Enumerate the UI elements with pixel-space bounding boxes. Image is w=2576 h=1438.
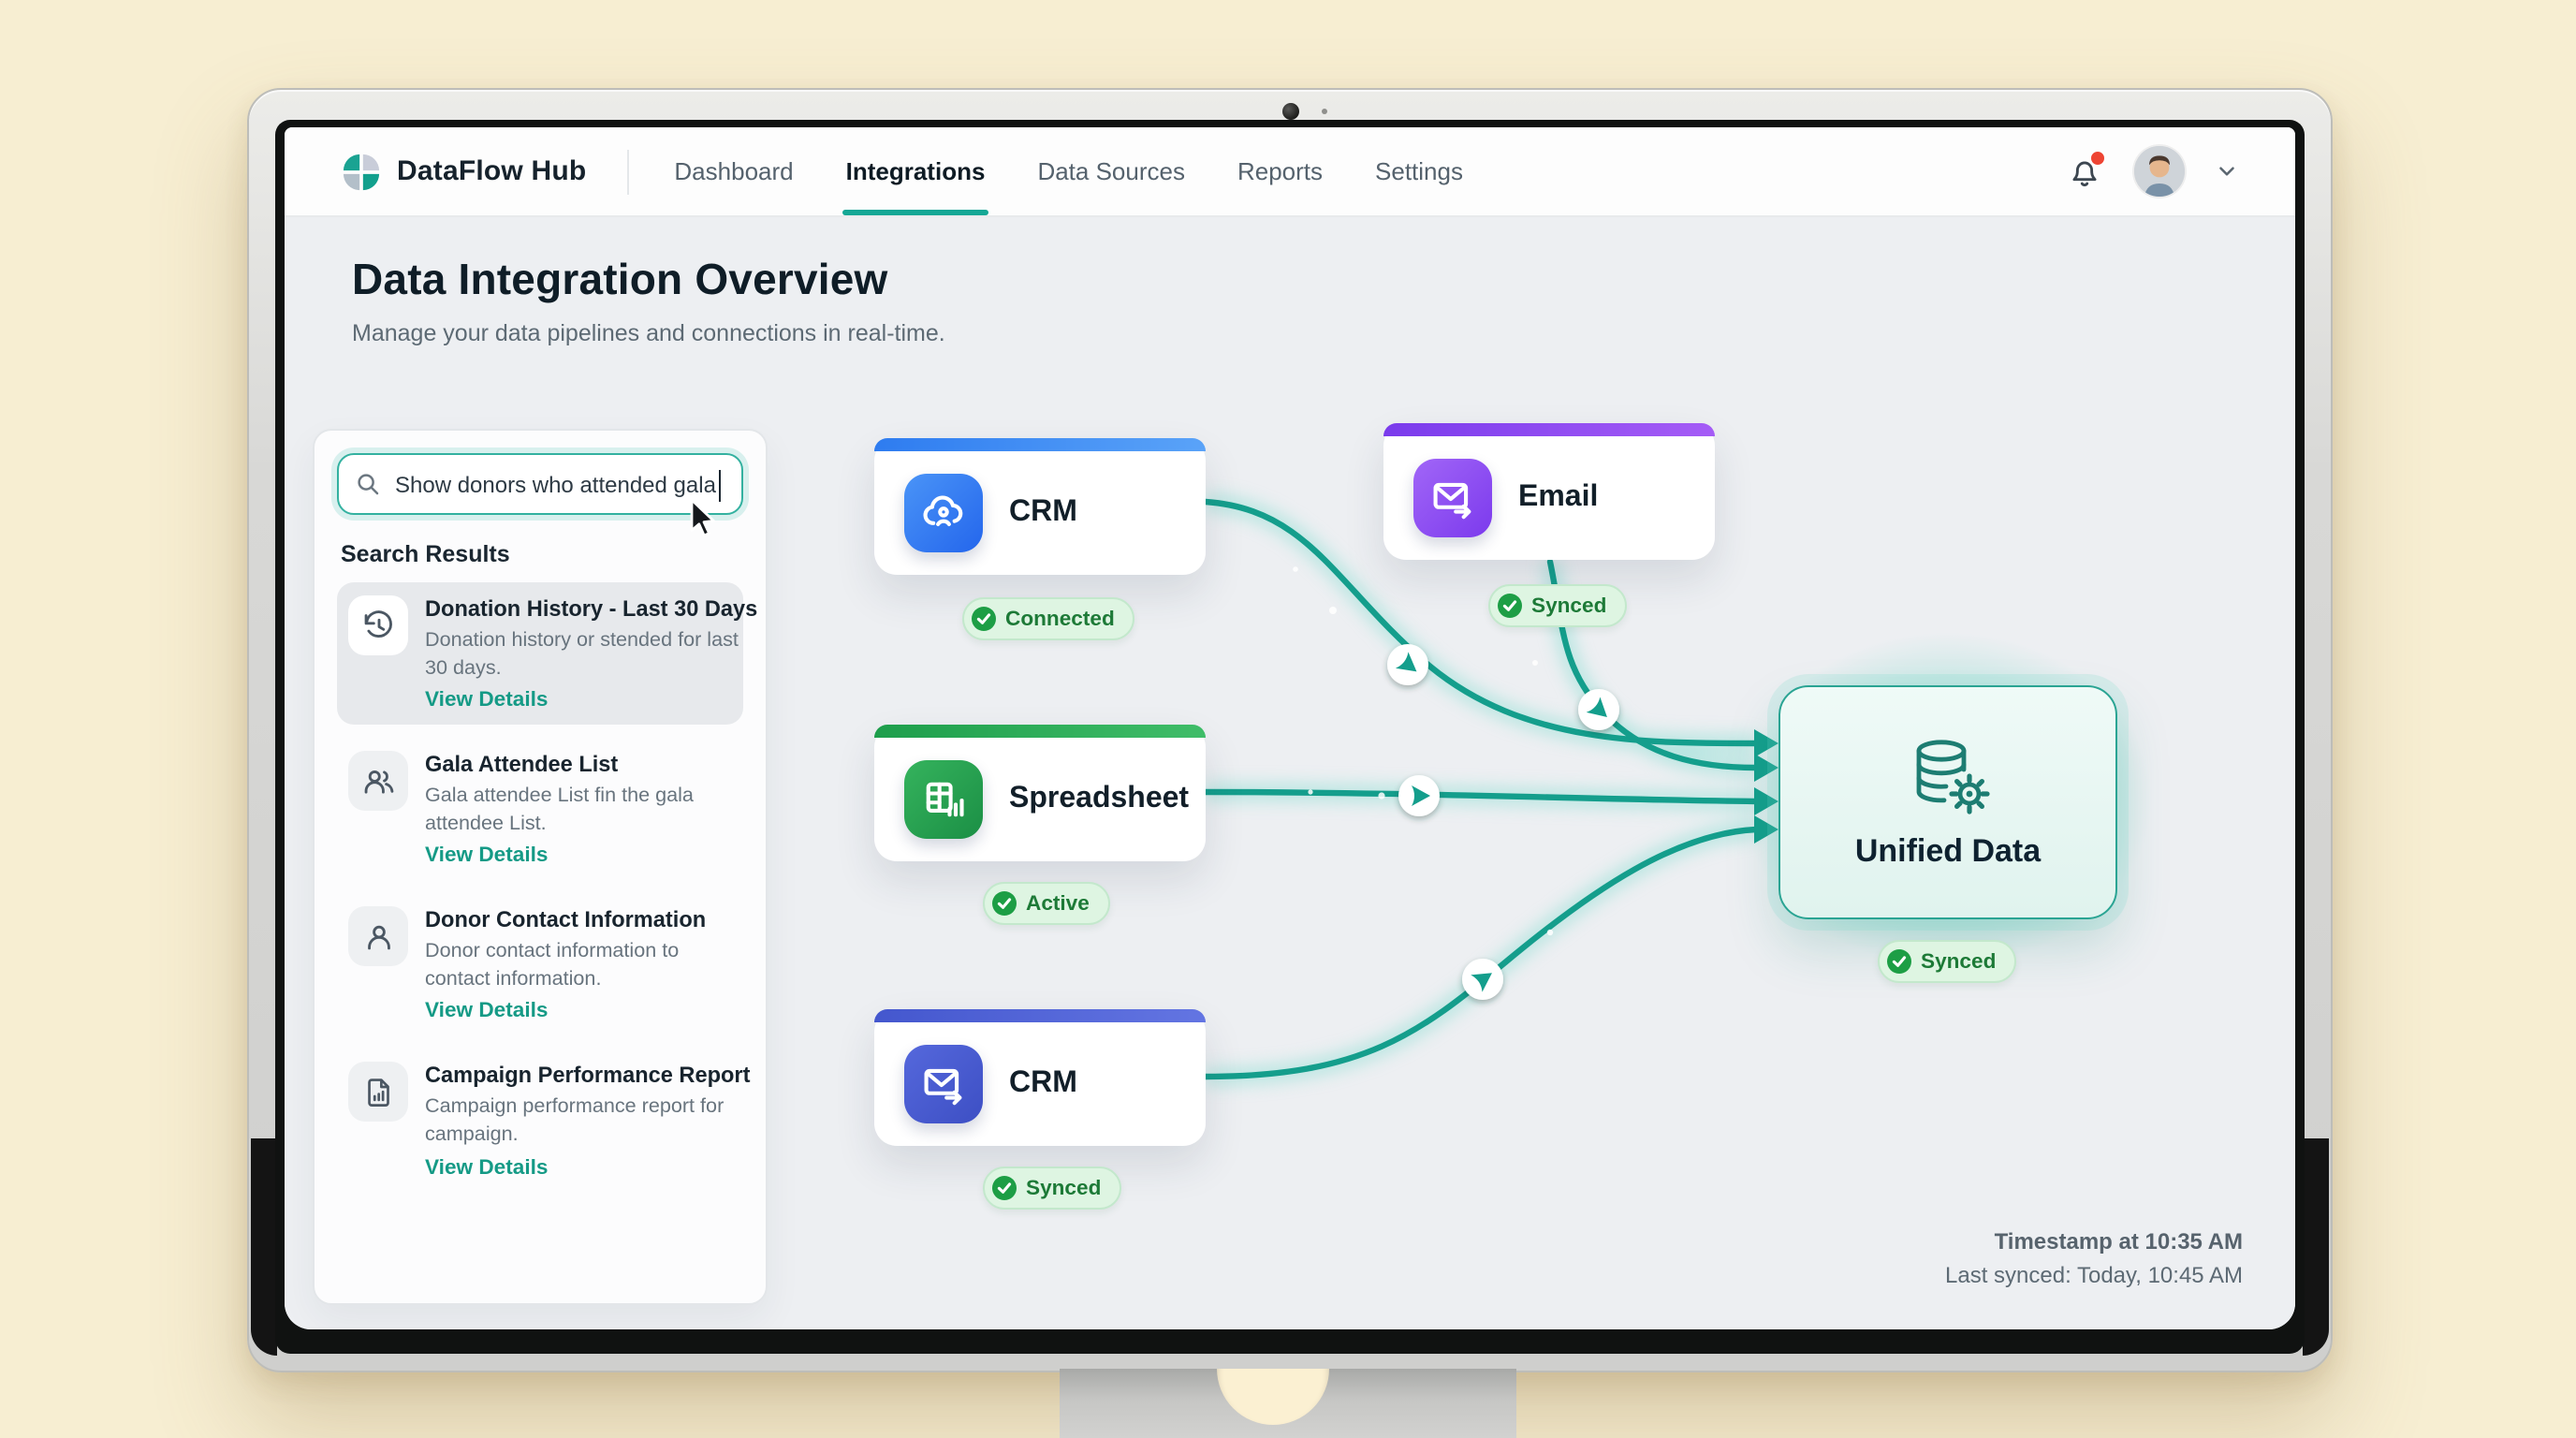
results-heading: Search Results xyxy=(341,541,510,567)
avatar-photo xyxy=(2134,146,2185,197)
timestamp-line: Timestamp at 10:35 AM xyxy=(1994,1228,2243,1255)
result-campaign-report[interactable]: Campaign Performance Report Campaign per… xyxy=(337,1049,750,1192)
report-icon xyxy=(348,1062,408,1123)
search-box xyxy=(337,453,743,515)
monitor-stand xyxy=(1060,1369,1516,1438)
text-caret xyxy=(719,470,722,502)
last-synced-line: Last synced: Today, 10:45 AM xyxy=(1945,1262,2243,1288)
status-badge-unified: Synced xyxy=(1878,940,2017,983)
node-label: Spreadsheet xyxy=(1009,783,1190,814)
status-badge-spreadsheet: Active xyxy=(983,882,1110,925)
result-description: Donor contact information to contact inf… xyxy=(425,940,680,990)
check-circle-icon xyxy=(992,1176,1017,1200)
result-title: Campaign Performance Report xyxy=(425,1062,751,1089)
connection-lines xyxy=(1202,493,1778,1085)
result-donation-history[interactable]: Donation History - Last 30 Days Donation… xyxy=(337,582,757,726)
cloud-user-icon xyxy=(904,474,983,552)
flow-marker xyxy=(1387,644,1619,1000)
result-description: Donation history or stended for last 30 … xyxy=(425,629,739,680)
status-badge-email: Synced xyxy=(1488,584,1628,627)
sparkles xyxy=(1293,566,1554,936)
node-crm-top[interactable]: CRM xyxy=(874,438,1206,575)
table-chart-icon xyxy=(904,760,983,839)
brand[interactable]: DataFlow Hub xyxy=(341,151,586,192)
history-icon xyxy=(348,595,408,655)
view-details-link[interactable]: View Details xyxy=(425,689,549,712)
nav-item-integrations[interactable]: Integrations xyxy=(842,127,990,215)
integration-diagram: CRM Email xyxy=(285,217,2295,1329)
node-spreadsheet[interactable]: Spreadsheet xyxy=(874,725,1206,861)
dataflow-logo-icon xyxy=(343,153,380,190)
result-donor-contacts[interactable]: Donor Contact Information Donor contact … xyxy=(337,894,743,1036)
result-title: Donor Contact Information xyxy=(425,906,707,933)
nav-divider xyxy=(627,149,630,194)
node-label: CRM xyxy=(1009,496,1077,528)
brand-name: DataFlow Hub xyxy=(397,155,587,187)
sensor-dot xyxy=(1322,109,1327,114)
result-title: Donation History - Last 30 Days xyxy=(425,595,758,622)
chevron-down-icon[interactable] xyxy=(2215,159,2239,183)
mail-send-icon xyxy=(904,1045,983,1123)
status-badge-crm-top: Connected xyxy=(962,597,1135,640)
top-navbar: DataFlow Hub Dashboard Integrations Data… xyxy=(285,127,2295,217)
bezel-shade-left xyxy=(251,1138,277,1356)
webcam-icon xyxy=(1282,103,1299,120)
nav-item-reports[interactable]: Reports xyxy=(1237,157,1324,185)
search-panel: Search Results Donation History - xyxy=(313,429,768,1305)
page-subtitle: Manage your data pipelines and connectio… xyxy=(352,320,945,346)
search-input[interactable] xyxy=(382,471,726,497)
status-badge-crm-bottom: Synced xyxy=(983,1167,1122,1210)
user-icon xyxy=(348,906,408,967)
check-circle-icon xyxy=(1498,594,1522,618)
app-window: DataFlow Hub Dashboard Integrations Data… xyxy=(285,127,2295,1329)
search-icon xyxy=(358,474,379,495)
nav-links: Dashboard Integrations Data Sources Repo… xyxy=(674,127,1463,215)
view-details-link[interactable]: View Details xyxy=(425,844,549,868)
node-crm-bottom[interactable]: CRM xyxy=(874,1009,1206,1146)
nav-item-dashboard[interactable]: Dashboard xyxy=(674,157,794,185)
stand-notch xyxy=(1217,1369,1329,1425)
sync-timestamps: Timestamp at 10:35 AM Last synced: Today… xyxy=(1945,1228,2243,1288)
bell-icon xyxy=(2072,160,2097,186)
notifications-button[interactable] xyxy=(2067,149,2106,190)
result-description: Campaign performance report for campaign… xyxy=(425,1095,724,1146)
nav-right xyxy=(2067,146,2239,197)
bezel-shade-right xyxy=(2303,1138,2329,1356)
result-description: Gala attendee List fin the gala attendee… xyxy=(425,785,694,835)
node-label: CRM xyxy=(1009,1067,1077,1099)
nav-item-data-sources[interactable]: Data Sources xyxy=(1037,157,1185,185)
users-icon xyxy=(348,751,408,812)
check-circle-icon xyxy=(1887,949,1911,974)
notification-dot xyxy=(2089,149,2106,166)
node-label: Email xyxy=(1518,481,1599,513)
monitor-frame: DataFlow Hub Dashboard Integrations Data… xyxy=(247,88,2333,1372)
nav-item-settings[interactable]: Settings xyxy=(1375,157,1463,185)
database-gear-icon xyxy=(1915,739,1990,814)
page-title: Data Integration Overview xyxy=(352,255,888,303)
view-details-link[interactable]: View Details xyxy=(425,1000,549,1023)
view-details-link[interactable]: View Details xyxy=(425,1156,549,1179)
arrowheads xyxy=(1754,729,1778,844)
node-email[interactable]: Email xyxy=(1383,423,1715,560)
result-gala-attendees[interactable]: Gala Attendee List Gala attendee List fi… xyxy=(337,738,743,880)
content-area: Data Integration Overview Manage your da… xyxy=(285,217,2295,1329)
hub-label: Unified Data xyxy=(1854,832,2042,868)
check-circle-icon xyxy=(972,607,996,631)
mail-send-icon xyxy=(1413,459,1492,537)
avatar[interactable] xyxy=(2134,146,2185,197)
node-unified-data[interactable]: Unified Data xyxy=(1778,685,2117,919)
result-title: Gala Attendee List xyxy=(425,751,619,778)
monitor-screen: DataFlow Hub Dashboard Integrations Data… xyxy=(275,120,2305,1354)
check-circle-icon xyxy=(992,891,1017,916)
mouse-cursor xyxy=(690,498,715,537)
